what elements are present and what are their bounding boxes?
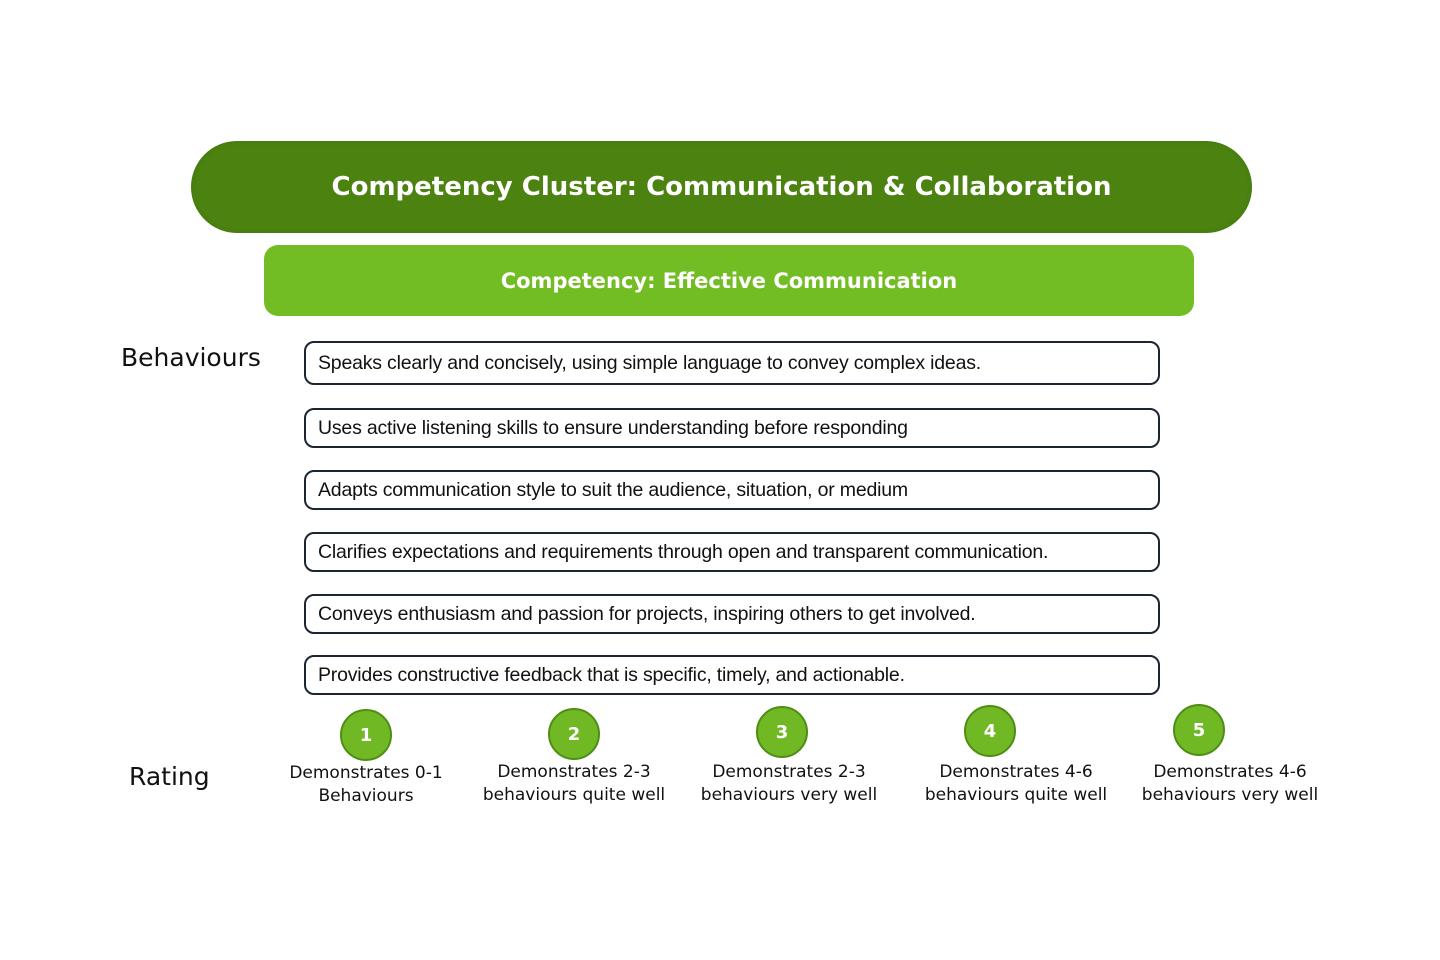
rating-line1: Demonstrates 2-3 [712, 762, 866, 782]
rating-circle-2: 2 [548, 708, 600, 760]
rating-line1: Demonstrates 2-3 [497, 762, 651, 782]
rating-line2: behaviours very well [700, 785, 878, 805]
competency-cluster-banner: Competency Cluster: Communication & Coll… [191, 141, 1252, 233]
rating-number: 1 [359, 724, 373, 746]
rating-line2: behaviours quite well [924, 785, 1108, 805]
rating-line1: Demonstrates 0-1 [289, 763, 443, 783]
rating-description-5: Demonstrates 4-6 behaviours very well [1120, 761, 1340, 807]
behaviours-heading: Behaviours [121, 343, 261, 372]
competency-banner: Competency: Effective Communication [264, 245, 1194, 316]
competency-title: Competency: Effective Communication [500, 268, 958, 293]
rating-circle-5: 5 [1173, 704, 1225, 756]
rating-circle-1: 1 [340, 709, 392, 761]
behaviour-text: Clarifies expectations and requirements … [318, 540, 1049, 563]
rating-number: 5 [1192, 719, 1206, 741]
cluster-title: Competency Cluster: Communication & Coll… [331, 172, 1112, 202]
rating-line1: Demonstrates 4-6 [939, 762, 1093, 782]
rating-line2: Behaviours [318, 786, 414, 806]
rating-line1: Demonstrates 4-6 [1153, 762, 1307, 782]
behaviour-text: Adapts communication style to suit the a… [318, 478, 908, 501]
rating-description-4: Demonstrates 4-6 behaviours quite well [906, 761, 1126, 807]
rating-number: 2 [567, 723, 581, 745]
behaviour-item: Speaks clearly and concisely, using simp… [304, 341, 1160, 385]
rating-description-3: Demonstrates 2-3 behaviours very well [679, 761, 899, 807]
rating-circle-4: 4 [964, 705, 1016, 757]
behaviour-item: Conveys enthusiasm and passion for proje… [304, 594, 1160, 634]
behaviour-text: Speaks clearly and concisely, using simp… [318, 351, 981, 374]
rating-line2: behaviours very well [1141, 785, 1319, 805]
behaviour-item: Clarifies expectations and requirements … [304, 532, 1160, 572]
behaviour-text: Provides constructive feedback that is s… [318, 663, 905, 686]
behaviour-item: Adapts communication style to suit the a… [304, 470, 1160, 510]
behaviour-item: Provides constructive feedback that is s… [304, 655, 1160, 695]
behaviour-text: Conveys enthusiasm and passion for proje… [318, 602, 976, 625]
rating-description-1: Demonstrates 0-1 Behaviours [256, 762, 476, 808]
behaviour-text: Uses active listening skills to ensure u… [318, 416, 908, 439]
rating-circle-3: 3 [756, 706, 808, 758]
rating-description-2: Demonstrates 2-3 behaviours quite well [464, 761, 684, 807]
rating-number: 3 [775, 721, 789, 743]
rating-line2: behaviours quite well [482, 785, 666, 805]
rating-number: 4 [983, 720, 997, 742]
rating-heading: Rating [129, 762, 210, 791]
behaviour-item: Uses active listening skills to ensure u… [304, 408, 1160, 448]
